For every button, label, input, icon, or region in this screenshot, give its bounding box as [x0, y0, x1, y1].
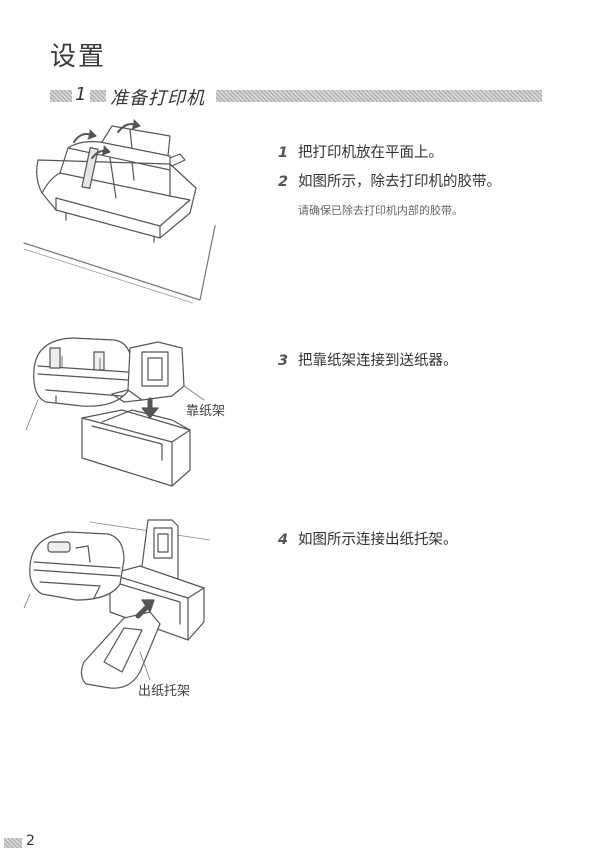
hatch-decoration [4, 838, 22, 848]
paper-support-illustration [25, 337, 205, 487]
page-title: 设置 [50, 42, 107, 72]
paper-support-label: 靠纸架 [186, 404, 226, 419]
hatch-decoration [216, 90, 542, 102]
step-number: 1 [278, 145, 289, 161]
section-number: 1 [75, 84, 87, 105]
step-number: 2 [278, 174, 289, 190]
step-1: 1 把打印机放在平面上。 [278, 141, 443, 162]
printer-tape-removal-illustration [23, 119, 216, 303]
step-text: 如图所示，除去打印机的胶带。 [298, 174, 501, 190]
step-4: 4 如图所示连接出纸托架。 [278, 528, 458, 549]
section-title: 准备打印机 [110, 88, 205, 109]
section-header: 1 准备打印机 [50, 84, 542, 109]
tape-removal-note: 请确保已除去打印机内部的胶带。 [298, 204, 463, 217]
hatch-decoration [50, 90, 72, 102]
step-text: 如图所示连接出纸托架。 [298, 532, 458, 548]
step-text: 把靠纸架连接到送纸器。 [298, 353, 458, 369]
hatch-decoration [90, 90, 106, 102]
step-3: 3 把靠纸架连接到送纸器。 [278, 349, 458, 370]
output-tray-illustration [23, 519, 211, 689]
step-text: 把打印机放在平面上。 [298, 145, 443, 161]
page-number: 2 [26, 833, 35, 849]
step-number: 3 [278, 353, 289, 369]
step-number: 4 [278, 532, 289, 548]
step-2: 2 如图所示，除去打印机的胶带。 [278, 170, 501, 191]
output-tray-label: 出纸托架 [138, 684, 191, 699]
